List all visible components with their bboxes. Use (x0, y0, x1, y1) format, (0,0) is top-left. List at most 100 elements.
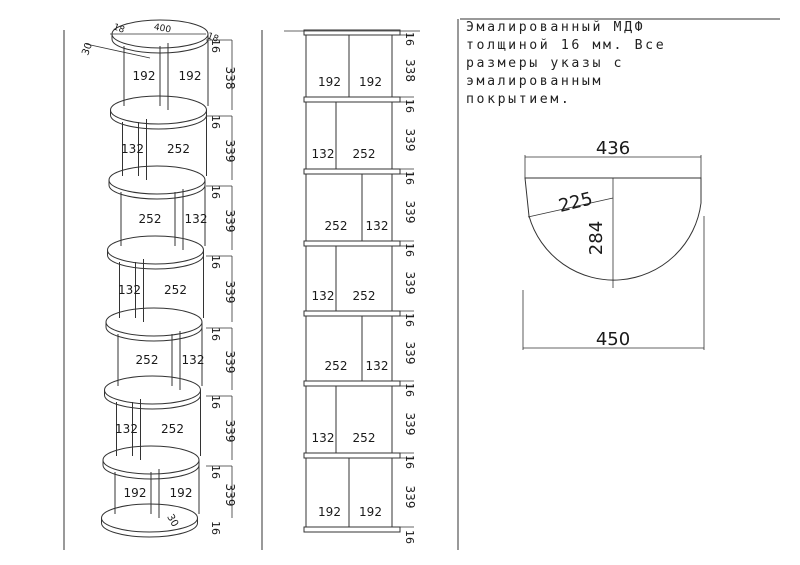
height-label: 339 (403, 413, 417, 436)
shelf-board (303, 452, 401, 459)
iso-shelf-board (110, 109, 207, 130)
iso-thickness-label: 16 (209, 521, 222, 535)
iso-shelf-board (104, 389, 201, 410)
iso-height-label: 339 (223, 484, 237, 507)
width-label-left: 132 (312, 289, 335, 303)
iso-thickness-label: 16 (209, 115, 222, 129)
height-label: 339 (403, 486, 417, 509)
width-label-right: 252 (353, 147, 376, 161)
shelf-board (303, 96, 401, 103)
width-label-left: 192 (318, 75, 341, 89)
height-label: 339 (403, 201, 417, 224)
iso-shelf-back-edge (102, 445, 200, 461)
width-label-right: 192 (359, 75, 382, 89)
iso-width-label-right: 192 (179, 69, 202, 83)
width-label-left: 132 (312, 431, 335, 445)
iso-shelf-back-edge (110, 95, 207, 111)
material-note: Эмалированный МДФ толщиной 16 мм. Все ра… (466, 19, 796, 109)
height-label: 339 (403, 129, 417, 152)
height-label: 338 (403, 59, 417, 82)
iso-width-label-right: 132 (185, 212, 208, 226)
width-label-right: 252 (353, 431, 376, 445)
note-line: размеры указы с (466, 56, 625, 71)
iso-thickness-label: 16 (209, 39, 222, 53)
shelf-plan-view: 436 225 284 450 (522, 138, 705, 350)
plan-shelf-outline (524, 177, 702, 281)
iso-height-label: 339 (223, 140, 237, 163)
plan-top-width-label: 436 (596, 138, 630, 159)
iso-shelf-back-edge (107, 235, 204, 251)
iso-width-label-right: 252 (161, 422, 184, 436)
width-label-left: 132 (312, 147, 335, 161)
shelf-thickness-label: 16 (403, 383, 416, 397)
iso-width-label-left: 252 (139, 212, 162, 226)
shelf-thickness-label: 16 (403, 243, 416, 257)
iso-width-label-right: 252 (164, 283, 187, 297)
width-label-right: 132 (366, 359, 389, 373)
width-label-right: 132 (366, 219, 389, 233)
iso-thickness-label: 16 (209, 465, 222, 479)
iso-width-label-right: 252 (167, 142, 190, 156)
note-line: толщиной 16 мм. Все (466, 38, 667, 53)
shelf-board (303, 526, 401, 533)
iso-thickness-label: 16 (209, 395, 222, 409)
shelf-thickness-label: 16 (403, 99, 416, 113)
iso-width-label-left: 132 (115, 422, 138, 436)
iso-shelf-board (107, 249, 204, 270)
iso-width-label-left: 192 (133, 69, 156, 83)
shelf-thickness-label: 16 (403, 530, 416, 544)
iso-top-depth-label: 30 (80, 41, 95, 57)
iso-width-label-left: 192 (124, 486, 147, 500)
iso-thickness-label: 16 (209, 255, 222, 269)
iso-width-label-left: 132 (118, 283, 141, 297)
width-label-left: 252 (325, 359, 348, 373)
iso-shelf-board (108, 179, 206, 200)
iso-depth-line (85, 43, 151, 59)
width-label-right: 192 (359, 505, 382, 519)
iso-width-label-left: 132 (121, 142, 144, 156)
plan-bottom-width-label: 450 (596, 329, 630, 350)
iso-shelf-back-edge (104, 375, 201, 391)
plan-radius-line (527, 197, 614, 218)
iso-shelf-back-edge (101, 503, 198, 519)
iso-height-label: 338 (223, 67, 237, 90)
iso-width-label-right: 132 (182, 353, 205, 367)
iso-top-width-label: 400 (153, 23, 172, 36)
shelf-board (303, 168, 401, 175)
iso-top-left-label: 18 (112, 22, 126, 35)
iso-width-label-right: 192 (170, 486, 193, 500)
height-label: 339 (403, 342, 417, 365)
shelf-board (303, 240, 401, 247)
note-line: Эмалированный МДФ (466, 20, 646, 35)
width-label-left: 252 (325, 219, 348, 233)
iso-thickness-label: 16 (209, 327, 222, 341)
iso-thickness-label: 16 (209, 185, 222, 199)
width-label-left: 192 (318, 505, 341, 519)
iso-shelf-back-edge (105, 307, 203, 323)
iso-height-label: 339 (223, 420, 237, 443)
iso-shelf-board (101, 517, 198, 538)
iso-height-label: 339 (223, 281, 237, 304)
width-label-right: 252 (353, 289, 376, 303)
shelf-thickness-label: 16 (403, 171, 416, 185)
iso-top-right-label: 18 (206, 31, 220, 44)
plan-radius-label: 225 (556, 188, 594, 217)
iso-shelf-back-edge (108, 165, 206, 181)
shelf-thickness-label: 16 (403, 455, 416, 469)
iso-bottom-label: 30 (164, 512, 180, 529)
iso-width-label-left: 252 (136, 353, 159, 367)
iso-height-label: 339 (223, 351, 237, 374)
shelf-board (303, 380, 401, 387)
front-view: 192 192 338 16 132 252 339 16 252 132 339 16 132 252 3… (284, 29, 420, 544)
height-label: 339 (403, 272, 417, 295)
note-line: покрытием. (466, 92, 572, 107)
shelf-board (303, 310, 401, 317)
shelf-thickness-label: 16 (403, 313, 416, 327)
iso-height-label: 339 (223, 210, 237, 233)
iso-shelf-back-edge (111, 19, 209, 35)
shelf-thickness-label: 16 (403, 32, 416, 46)
iso-shelf-board (105, 321, 203, 342)
plan-depth-label: 284 (586, 221, 607, 255)
